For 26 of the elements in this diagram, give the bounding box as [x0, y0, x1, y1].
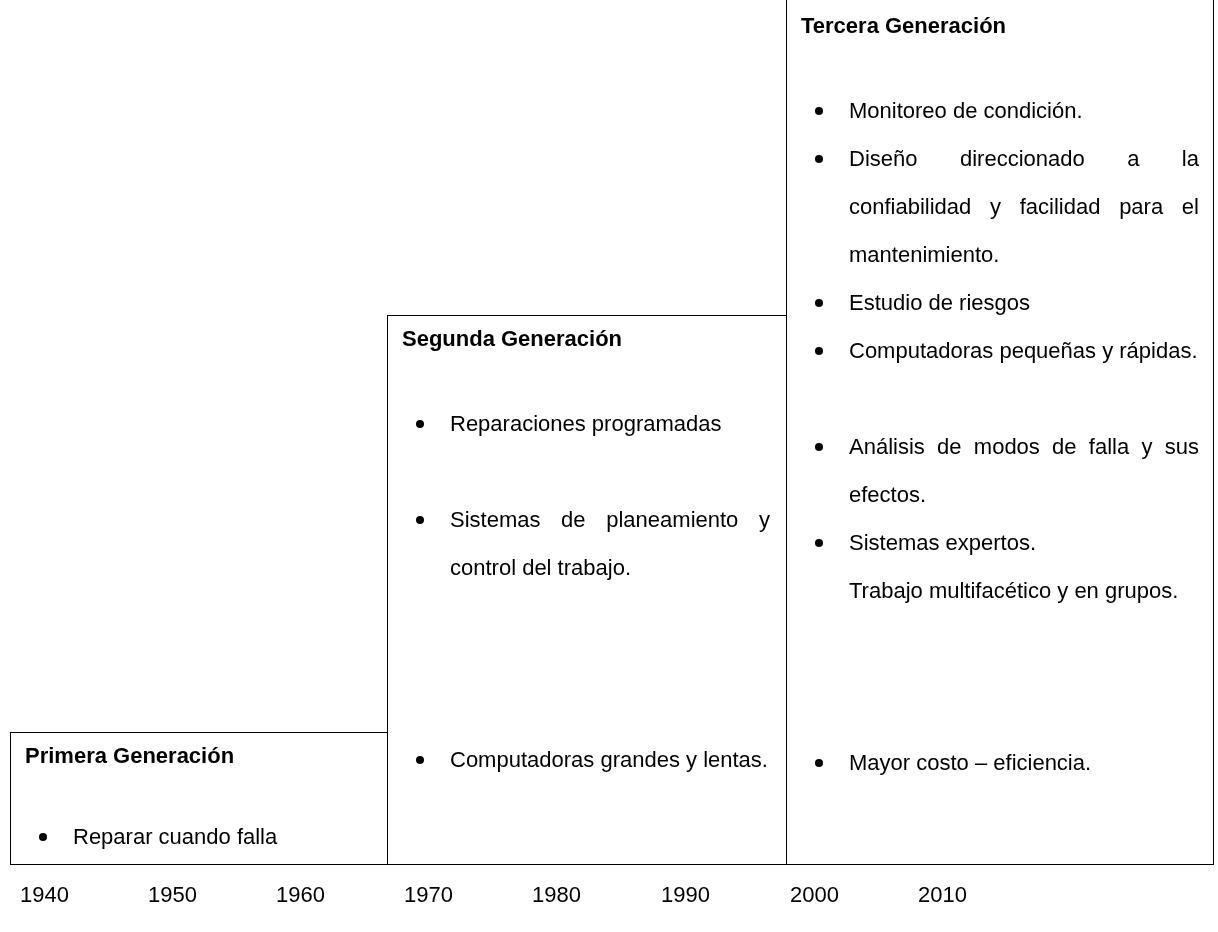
- year-label: 2010: [918, 882, 967, 908]
- generation-heading: Tercera Generación: [801, 12, 1008, 40]
- generation-heading: Segunda Generación: [402, 325, 624, 353]
- list-item-text: Sistemas expertos.: [849, 529, 1038, 557]
- list-item-text: Análisis de modos de falla y sus efectos.: [849, 433, 1199, 509]
- year-label: 1990: [661, 882, 710, 908]
- year-label: 2000: [790, 882, 839, 908]
- generation-heading: Primera Generación: [25, 742, 236, 770]
- list-item-text: Computadoras grandes y lentas.: [450, 746, 769, 774]
- generation-box: [10, 732, 388, 865]
- list-item-text: Sistemas de planeamiento y control del trabajo.: [450, 506, 770, 582]
- list-item-text: Diseño direccionado a la confiabilidad y facilidad para el mantenimiento.: [849, 145, 1199, 269]
- year-label: 1950: [148, 882, 197, 908]
- list-item-text: Reparaciones programadas: [450, 410, 723, 438]
- list-item-text: Monitoreo de condición.: [849, 97, 1084, 125]
- year-label: 1970: [404, 882, 453, 908]
- list-item-text: Trabajo multifacético y en grupos.: [849, 577, 1180, 605]
- year-label: 1940: [20, 882, 69, 908]
- year-label: 1960: [276, 882, 325, 908]
- list-item-text: Computadoras pequeñas y rápidas.: [849, 337, 1199, 365]
- list-item-text: Estudio de riesgos: [849, 289, 1031, 317]
- year-label: 1980: [532, 882, 581, 908]
- list-item-text: Mayor costo – eficiencia.: [849, 749, 1093, 777]
- list-item-text: Reparar cuando falla: [73, 823, 279, 851]
- generation-box: [387, 315, 787, 865]
- generation-box: [786, 0, 1214, 865]
